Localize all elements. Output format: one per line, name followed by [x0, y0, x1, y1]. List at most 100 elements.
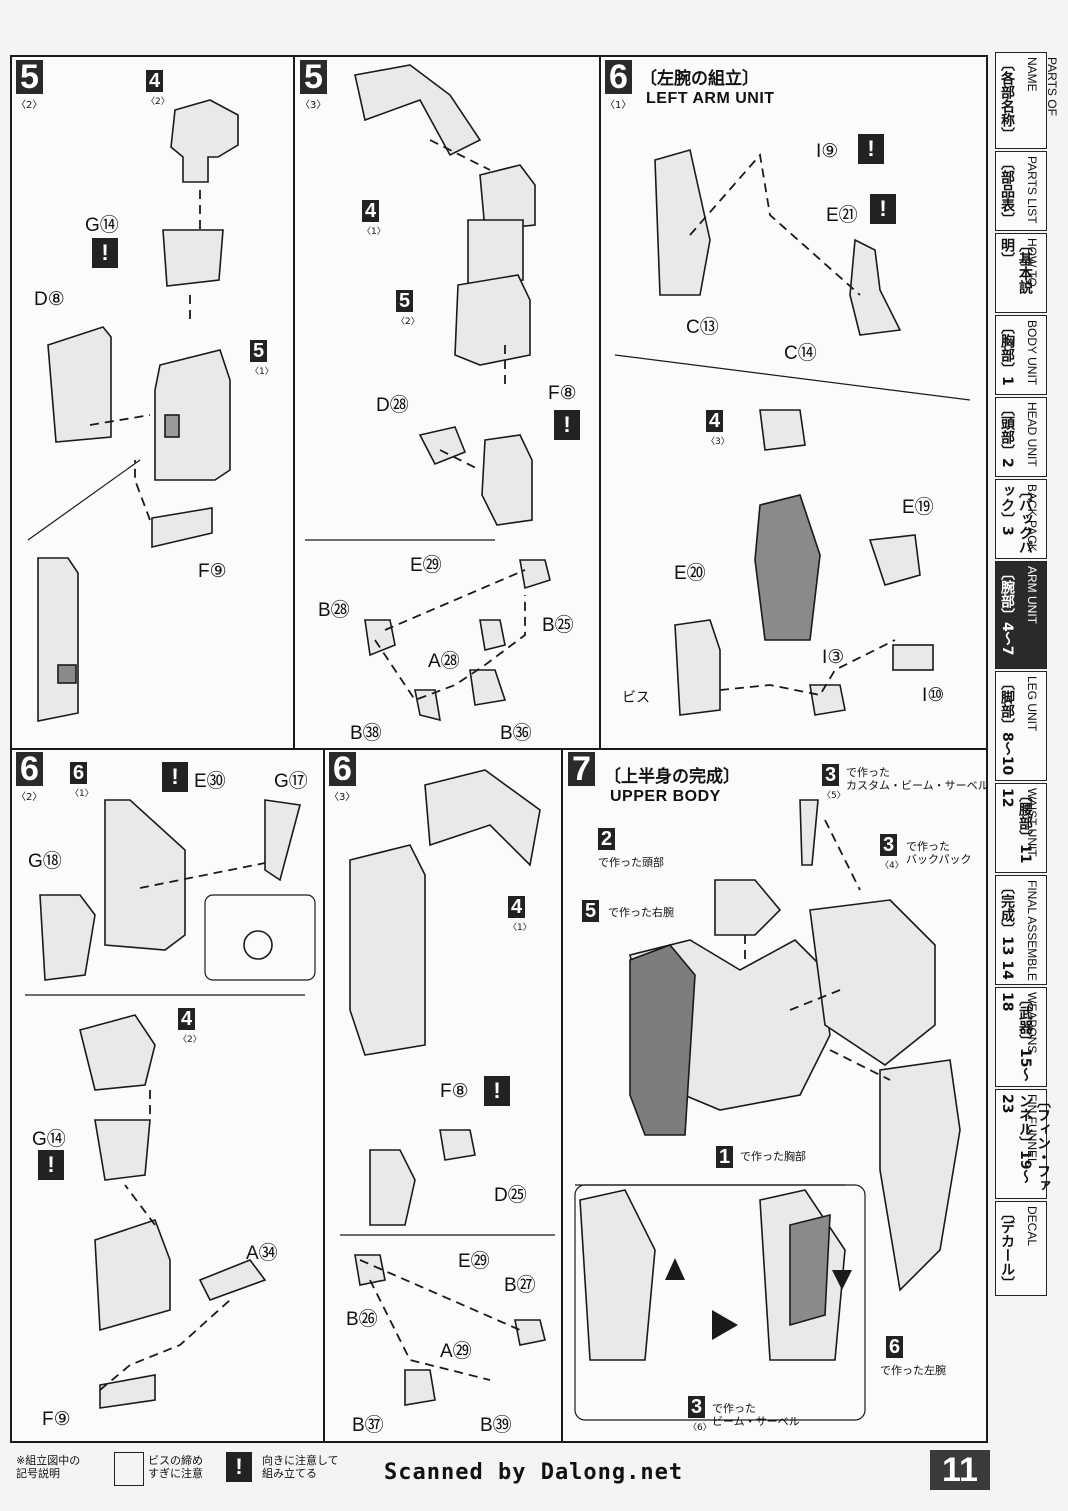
part-label-g14: G⑭ [85, 215, 119, 236]
side-tab-en-label: PARTS LIST [1025, 156, 1039, 224]
note-chest: で作った胸部 [740, 1150, 806, 1163]
ref-box-5: 5 [582, 900, 600, 922]
side-tab-6: 〔腕部〕4〜7 ARM UNIT [995, 561, 1047, 669]
part-label-i10: I⑩ [922, 685, 945, 706]
note-beam-saber: で作った ビーム・サーベル [712, 1402, 800, 1428]
note-backpack: で作った バックパック [906, 840, 972, 866]
part-label-e30: E㉚ [194, 771, 226, 792]
side-tab-2: 〔基本説明〕HOW TO [995, 233, 1047, 313]
part-label-e29b: E㉙ [458, 1251, 490, 1272]
part-label-a28: A㉘ [428, 651, 460, 672]
side-tab-en-label: BACK PACK [1025, 484, 1039, 552]
side-tab-jp-label: 〔脚部〕8〜10 [999, 676, 1015, 776]
side-tab-jp-label: 〔腰部〕11 12 [999, 788, 1033, 864]
note-custom-beam-saber: で作った カスタム・ビーム・サーベル [846, 766, 989, 792]
part-label-e20: E⑳ [674, 563, 706, 584]
side-tab-1: 〔部品表〕 PARTS LIST [995, 151, 1047, 231]
ref-sub-3-5: 〈5〉 [822, 791, 846, 801]
part-label-c13: C⑬ [686, 317, 719, 338]
part-label-b36: B㊱ [500, 723, 532, 744]
warning-icon: ! [38, 1150, 64, 1180]
step-number-5-3: 5 [300, 60, 327, 94]
step-sub-5-3: 〈3〉 [300, 100, 327, 111]
warning-icon: ! [92, 238, 118, 268]
ref-sub-5-1: 〈1〉 [250, 367, 274, 377]
part-label-d8: D⑧ [34, 289, 65, 310]
side-tab-jp-label: 〔基本説明〕 [999, 238, 1033, 294]
ref-box-3-5: 3 [822, 764, 840, 786]
ref-sub-4-2: 〈2〉 [146, 97, 170, 107]
ref-box-5-2: 5 [396, 290, 414, 312]
side-tab-jp-label: 〔完成〕13 14 [999, 880, 1015, 980]
part-label-e21: E㉑ [826, 205, 858, 226]
part-label-g14b: G⑭ [32, 1129, 66, 1150]
screw-label: ビス [622, 690, 650, 706]
ref-box-5-1: 5 [250, 340, 268, 362]
step-sub-6-3: 〈3〉 [329, 792, 356, 803]
part-label-d25: D㉕ [494, 1185, 527, 1206]
part-label-f9: F⑨ [198, 561, 227, 582]
note-right-arm: で作った右腕 [608, 906, 674, 919]
side-tab-jp-label: 〔部品表〕 [999, 156, 1015, 226]
side-tab-jp-label: 〔武器〕15〜18 [999, 992, 1033, 1082]
warning-icon: ! [554, 410, 580, 440]
ref-box-3-6: 3 [688, 1396, 706, 1418]
part-label-c14: C⑭ [784, 343, 817, 364]
warning-icon: ! [484, 1076, 510, 1106]
step-title-jp-7: 〔上半身の完成〕 [604, 767, 740, 787]
legend-warning-text: 向きに注意して 組み立てる [262, 1454, 339, 1480]
ref-box-4-2: 4 [146, 70, 164, 92]
ref-box-6: 6 [886, 1336, 904, 1358]
part-label-b26: B㉖ [346, 1309, 378, 1330]
side-tab-en-label: HOW TO [1025, 238, 1039, 287]
side-tab-12: 〔デカール〕DECAL [995, 1201, 1047, 1296]
part-label-g17: G⑰ [274, 771, 308, 792]
ref-sub-3-6: 〈6〉 [688, 1423, 712, 1433]
ref-sub-4-2b: 〈2〉 [178, 1035, 202, 1045]
part-label-b38: B㊳ [350, 723, 382, 744]
step-number-6-2: 6 [16, 752, 43, 786]
part-label-i3: I③ [822, 647, 845, 668]
side-tab-jp-label: 〔腕部〕4〜7 [999, 566, 1015, 656]
step-sub-6-1: 〈1〉 [605, 100, 632, 111]
note-head: で作った頭部 [598, 856, 664, 869]
ref-sub-6-1: 〈1〉 [70, 789, 94, 799]
step-number-7: 7 [568, 752, 595, 786]
side-tab-en-label: PARTS OF NAME [1025, 57, 1059, 116]
ref-box-3-4: 3 [880, 834, 898, 856]
page-number: 11 [930, 1450, 990, 1490]
legend-title: ※組立図中の 記号説明 [16, 1454, 81, 1480]
side-tab-jp-label: 〔フィン・ファンネル〕19〜23 [999, 1094, 1051, 1192]
side-tab-jp-label: 〔バックパック〕3 [999, 484, 1033, 554]
side-tab-en-label: FIN FUNNEL [1025, 1094, 1039, 1165]
part-label-b27: B㉗ [504, 1275, 536, 1296]
part-label-f8b: F⑧ [440, 1081, 469, 1102]
warning-icon: ! [162, 762, 188, 792]
ref-box-2: 2 [598, 828, 616, 850]
side-tab-en-label: ARM UNIT [1025, 566, 1039, 624]
step-sub-5-2: 〈2〉 [16, 100, 43, 111]
side-tab-0: 〔各部名称〕PARTS OF NAME [995, 52, 1059, 149]
side-tab-jp-label: 〔胸部〕1 [999, 320, 1015, 386]
step-title-en-6-1: LEFT ARM UNIT [646, 90, 775, 107]
ref-sub-5-2: 〈2〉 [396, 317, 420, 327]
step-title-en-7: UPPER BODY [610, 788, 721, 805]
ref-box-4-3: 4 [706, 410, 724, 432]
step-number-5-2: 5 [16, 60, 43, 94]
side-tab-en-label: HEAD UNIT [1025, 402, 1039, 467]
ref-box-4-2b: 4 [178, 1008, 196, 1030]
warning-icon: ! [858, 134, 884, 164]
step-sub-6-2: 〈2〉 [16, 792, 43, 803]
part-label-b37: B㊲ [352, 1415, 384, 1436]
side-tab-en-label: WEAPONS [1025, 992, 1039, 1054]
part-label-b28: B㉘ [318, 600, 350, 621]
part-label-a29: A㉙ [440, 1341, 472, 1362]
step-title-jp-6-1: 〔左腕の組立〕 [640, 69, 759, 89]
shoulder-joint-part [170, 99, 239, 183]
